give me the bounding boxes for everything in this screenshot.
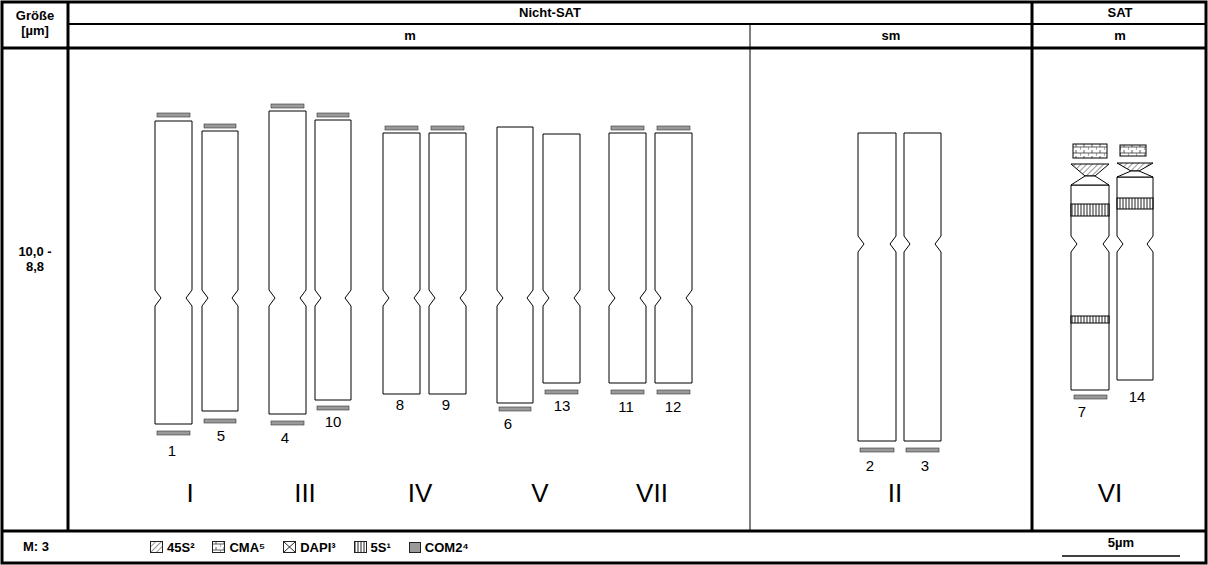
chromosomes [155, 111, 1153, 441]
chromosome-number: 2 [866, 457, 874, 474]
legend-symbol [354, 541, 367, 553]
pair-numeral: II [888, 479, 902, 509]
pair-numeral: VI [1098, 479, 1123, 509]
legend-text: DAPI³ [300, 540, 335, 555]
pair-numeral: VII [636, 479, 668, 509]
column-header: SAT [1107, 6, 1132, 21]
legend-text: CMA⁵ [229, 540, 265, 555]
legend-symbol [212, 541, 225, 553]
chromosome-number: 10 [325, 413, 342, 430]
legend-swatch [409, 542, 421, 553]
column-header: Größe [µm] [9, 9, 61, 39]
legend-entry: 45S² [150, 540, 194, 555]
column-header: Nicht-SAT [519, 6, 581, 21]
chromosome-number: 3 [921, 457, 929, 474]
pair-numeral: I [186, 479, 193, 509]
chromosome-number: 14 [1129, 388, 1146, 405]
chromosome-number: 5 [217, 427, 225, 444]
legend-text: COM2⁴ [425, 540, 469, 555]
pair-numeral: III [294, 479, 316, 509]
chromosome-number: 1 [168, 442, 176, 459]
legend-symbol [150, 541, 163, 553]
chromosome-number: 4 [281, 429, 289, 446]
legend-symbol [283, 541, 296, 553]
chromosome-number: 8 [396, 396, 404, 413]
scale-bar [1062, 555, 1180, 557]
pair-numeral: IV [408, 479, 433, 509]
column-header: sm [882, 29, 901, 44]
column-header: m [404, 29, 416, 44]
magnification: M: 3 [23, 540, 49, 555]
legend: 45S² CMA⁵ DAPI³ 5S¹ COM2⁴ [150, 538, 487, 556]
legend-entry: COM2⁴ [409, 540, 469, 555]
chromosome-number: 6 [504, 415, 512, 432]
scale-label: 5µm [1108, 536, 1134, 551]
chromosome-number: 9 [442, 396, 450, 413]
chromosome-number: 11 [618, 398, 634, 415]
com2-bands [157, 104, 1107, 452]
chromosome-number: 12 [665, 398, 682, 415]
column-header: m [1114, 29, 1126, 44]
legend-entry: DAPI³ [283, 540, 335, 555]
pair-numeral: V [531, 479, 548, 509]
legend-entry: CMA⁵ [212, 540, 265, 555]
legend-entry: 5S¹ [354, 540, 391, 555]
chromosome-number: 13 [554, 397, 571, 414]
legend-text: 5S¹ [371, 540, 391, 555]
size-range: 10,0 - 8,8 [12, 245, 58, 275]
chromosome-number: 7 [1078, 403, 1086, 420]
legend-text: 45S² [167, 540, 194, 555]
